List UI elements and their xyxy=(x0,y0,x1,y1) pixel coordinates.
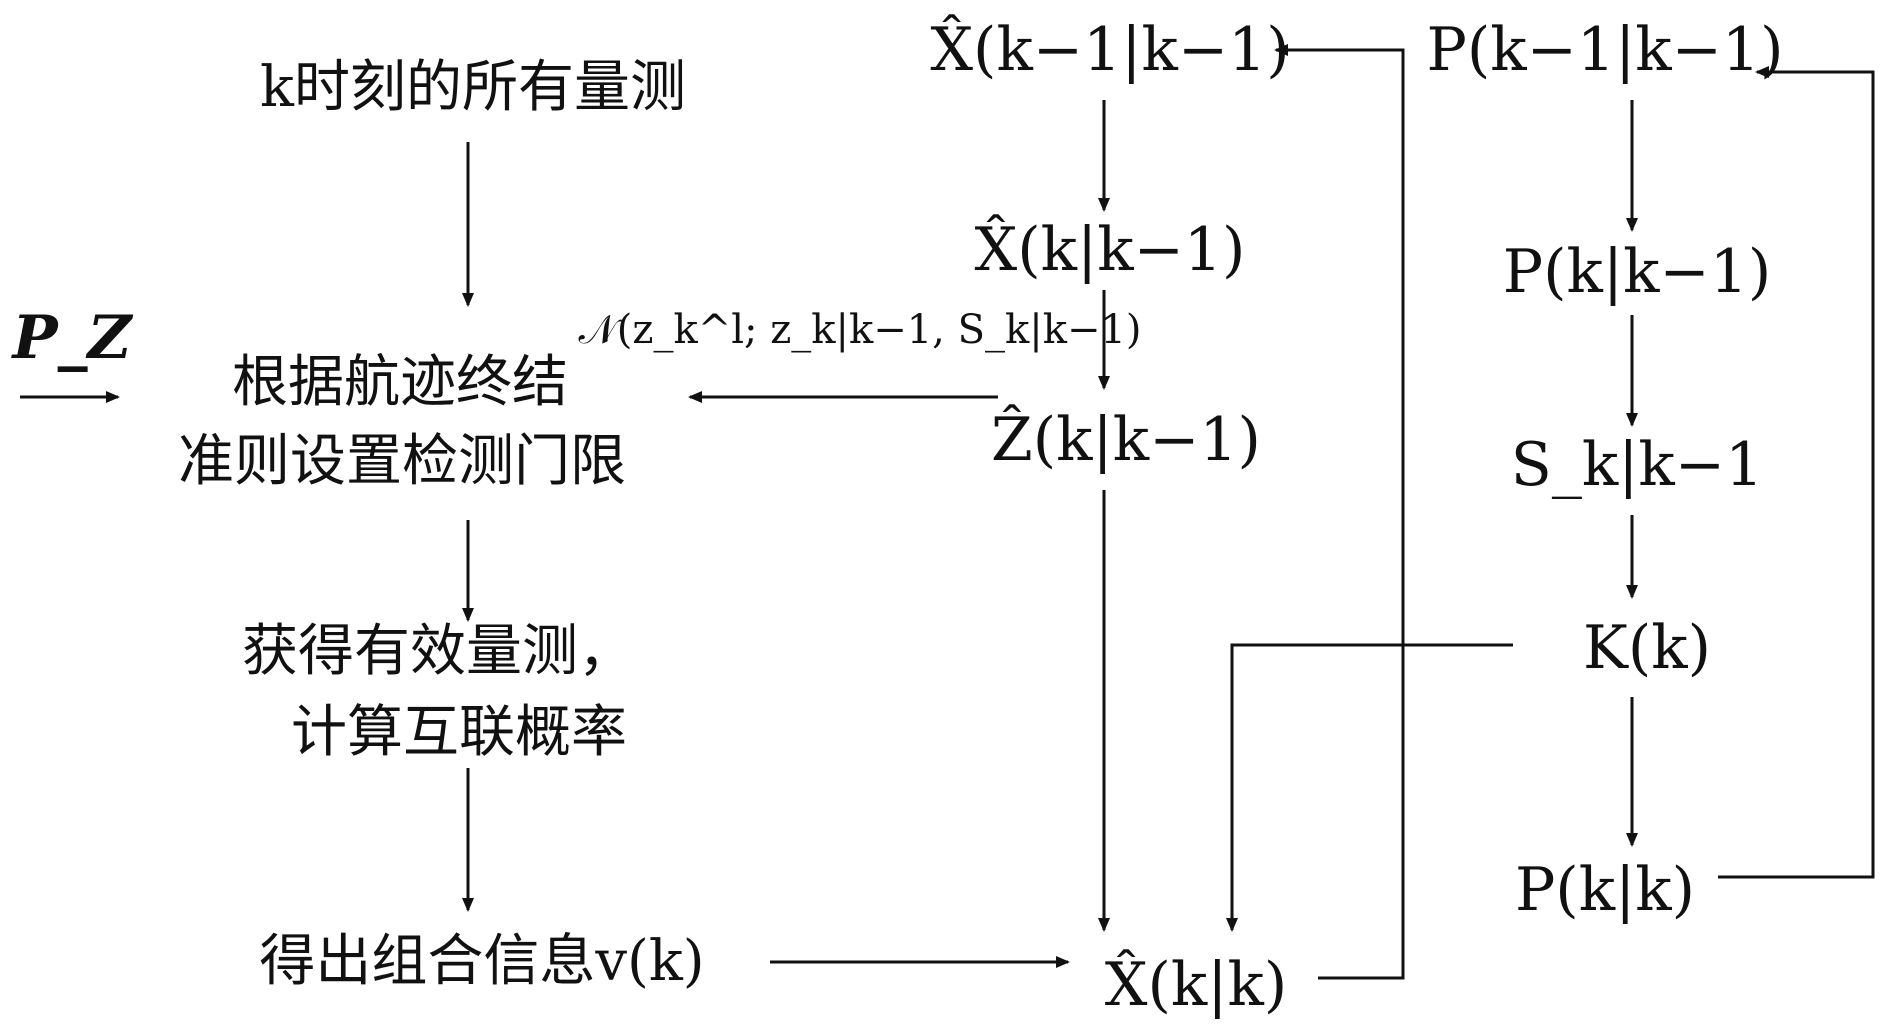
node-x-pred: X̂(k|k−1) xyxy=(974,215,1246,285)
node-gain: K(k) xyxy=(1583,613,1711,683)
arrow-xupd-feedback xyxy=(1274,44,1405,980)
node-valid-line1: 获得有效量测， xyxy=(242,619,634,684)
node-p-prev: P(k−1|k−1) xyxy=(1426,15,1784,85)
node-valid-line2: 计算互联概率 xyxy=(291,700,627,765)
arrow-gain-to-xupd xyxy=(1226,643,1513,932)
node-x-upd: X̂(k|k) xyxy=(1104,950,1288,1020)
node-s-cov: S_k|k−1 xyxy=(1510,430,1764,500)
node-combined-info: 得出组合信息v(k) xyxy=(259,929,705,994)
node-gate-line2: 准则设置检测门限 xyxy=(178,429,626,494)
node-gate-line1: 根据航迹终结 xyxy=(232,350,568,415)
node-p-upd: P(k|k) xyxy=(1514,855,1696,925)
node-p-pred: P(k|k−1) xyxy=(1502,237,1772,307)
label-gaussian: 𝒩(z_k^l; z_k|k−1, S_k|k−1) xyxy=(578,307,1142,353)
node-all-measurements: k时刻的所有量测 xyxy=(260,55,686,120)
arrow-pupd-feedback xyxy=(1718,66,1875,879)
label-pz: P_Z xyxy=(12,303,132,373)
node-x-prev: X̂(k−1|k−1) xyxy=(930,15,1290,85)
node-z-pred: Ẑ(k|k−1) xyxy=(991,405,1261,475)
